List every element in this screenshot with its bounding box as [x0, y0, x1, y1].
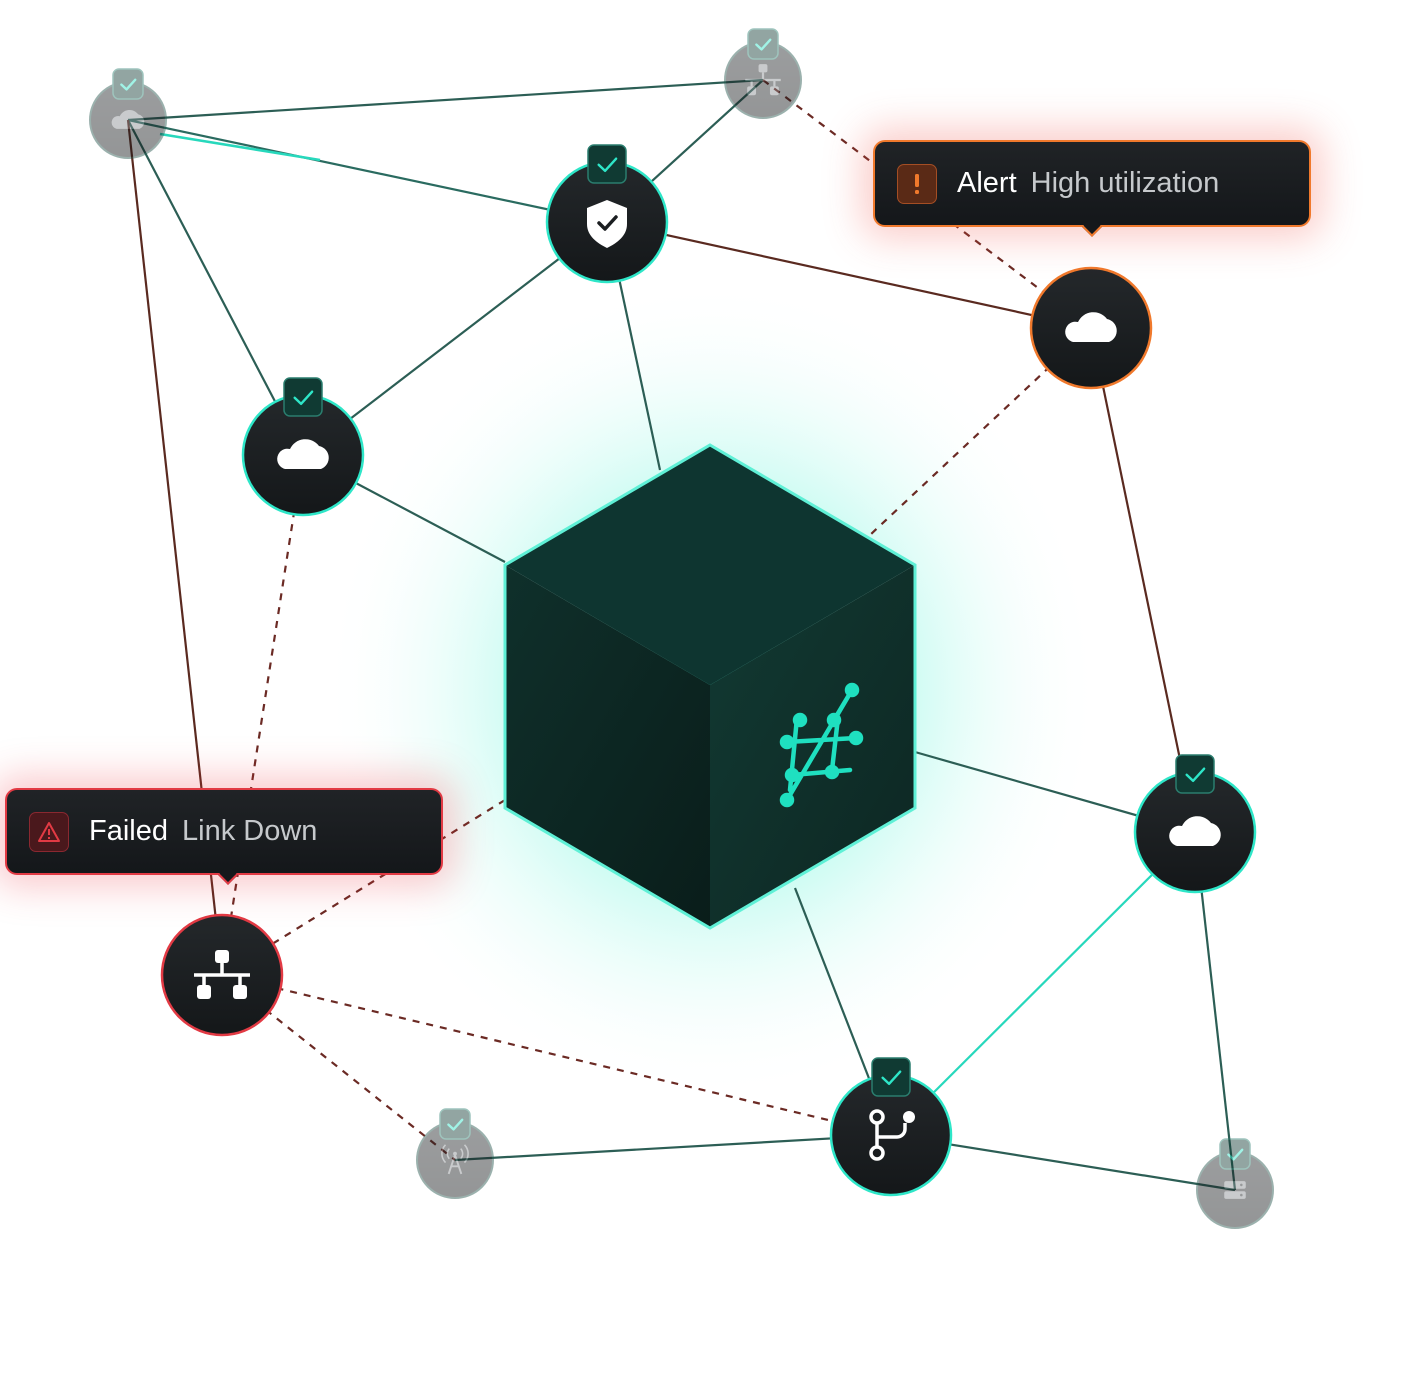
link: [127, 78, 764, 122]
check-badge: [112, 68, 144, 100]
node-cloud-left[interactable]: [241, 377, 365, 517]
git-branch-icon: [869, 1109, 915, 1161]
nodes: [89, 28, 1274, 1229]
failed-message: Link Down: [182, 815, 318, 847]
alert-tooltip[interactable]: Alert High utilization: [873, 140, 1311, 237]
antenna-icon: [441, 1144, 469, 1175]
warning-triangle-icon: [29, 811, 69, 852]
node-cloud-top-left[interactable]: [89, 68, 167, 159]
exclamation-icon: [897, 163, 937, 204]
check-icon: [447, 1118, 464, 1131]
alert-message: High utilization: [1030, 167, 1220, 199]
cube-edge: [503, 443, 917, 930]
link: [159, 132, 321, 162]
check-badge: [1175, 754, 1215, 794]
network-mesh-icon: [779, 682, 864, 808]
check-icon: [881, 1070, 902, 1086]
check-badge: [283, 377, 323, 417]
link: [127, 118, 608, 224]
link: [220, 454, 305, 976]
link: [606, 220, 1092, 330]
link: [890, 831, 1196, 1136]
check-icon: [755, 38, 772, 51]
network-icon: [194, 950, 250, 999]
check-icon: [120, 78, 137, 91]
node-circle: [416, 1121, 494, 1199]
node-antenna[interactable]: [416, 1108, 494, 1199]
check-icon: [293, 390, 314, 406]
node-network-failed[interactable]: [160, 913, 284, 1037]
cloud-icon: [277, 439, 329, 469]
link: [869, 327, 1092, 536]
node-circle: [1196, 1151, 1274, 1229]
node-circle: [89, 81, 167, 159]
check-badge: [439, 1108, 471, 1140]
hub-cube[interactable]: [503, 443, 917, 930]
link: [1089, 327, 1197, 833]
link: [302, 221, 608, 456]
check-icon: [597, 157, 618, 173]
cloud-icon: [1065, 312, 1117, 342]
check-badge: [587, 144, 627, 184]
check-badge: [747, 28, 779, 60]
node-security[interactable]: [545, 144, 669, 284]
shield-check-icon: [587, 200, 627, 248]
link: [127, 119, 304, 456]
check-icon: [1185, 767, 1206, 783]
node-cloud-alert[interactable]: [1029, 266, 1153, 390]
node-cloud-right[interactable]: [1133, 754, 1257, 894]
node-network-top[interactable]: [724, 28, 802, 119]
cloud-icon: [1169, 816, 1221, 846]
node-circle: [724, 41, 802, 119]
node-server[interactable]: [1196, 1138, 1274, 1229]
failed-tooltip[interactable]: Failed Link Down: [5, 788, 443, 885]
link: [762, 79, 1092, 329]
cloud-icon: [111, 109, 145, 129]
check-icon: [1227, 1148, 1244, 1161]
node-branch[interactable]: [829, 1057, 953, 1197]
alert-status: Alert: [957, 167, 1017, 199]
network-icon: [745, 64, 781, 96]
failed-status: Failed: [89, 815, 168, 847]
check-badge: [871, 1057, 911, 1097]
server-icon: [1224, 1181, 1246, 1199]
link: [221, 973, 892, 1137]
check-badge: [1219, 1138, 1251, 1170]
link: [454, 1133, 892, 1162]
